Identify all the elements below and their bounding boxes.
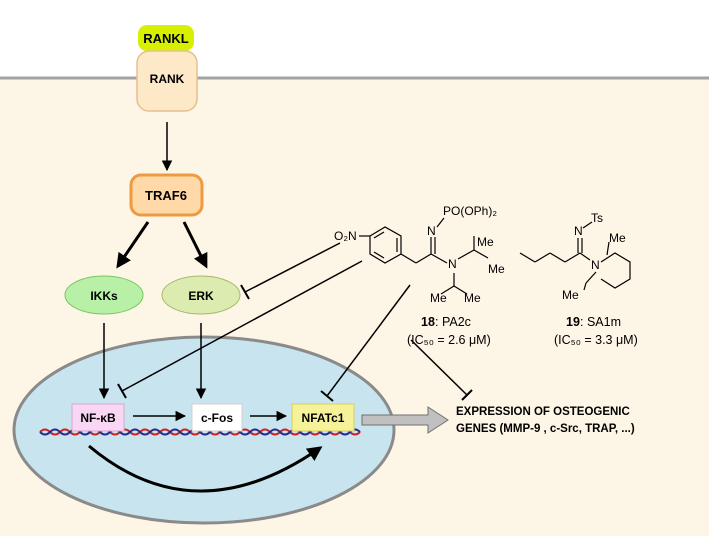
traf6-box [129, 173, 204, 217]
nfkb-box [71, 403, 125, 432]
compound-19-ic50: (IC₅₀ = 3.3 μM) [554, 333, 638, 347]
me-18-d: Me [464, 291, 481, 305]
cfos-box [191, 403, 243, 432]
erk-label: ERK [188, 289, 214, 303]
erk-node [161, 275, 241, 315]
rankl-box [138, 25, 194, 51]
compound-18-ic50: (IC₅₀ = 2.6 μM) [407, 333, 491, 347]
ikks-node [64, 275, 144, 315]
ikks-label: IKKs [90, 289, 118, 303]
output-text-line1: EXPRESSION OF OSTEOGENIC [456, 406, 630, 418]
inhibition-to-gene-expression [410, 339, 473, 401]
compound-19-name: : SA1m [580, 315, 621, 329]
inhibition-to-nfatc1 [320, 284, 411, 402]
me-19-a: Me [609, 231, 626, 245]
rank-box [136, 50, 198, 112]
arrow-nfkb-to-nfatc1-curve [88, 444, 323, 493]
compound-19-structure: N Ts N Me Me [519, 211, 631, 302]
compound-18-structure: O₂N N PO(OPh)₂ N Me Me Me Me [334, 204, 505, 305]
imine-n-19: N [574, 224, 583, 238]
rankl-label: RANKL [143, 31, 189, 46]
me-18-b: Me [488, 262, 505, 276]
rank-label: RANK [150, 72, 185, 86]
me-19-b: Me [562, 288, 579, 302]
compound-18-number: 18 [421, 315, 435, 329]
extracellular-region [0, 0, 709, 78]
ring-n-19: N [591, 258, 600, 272]
output-text-line2: GENES (MMP-9 , c-Src, TRAP, ...) [456, 423, 635, 435]
arrow-traf6-to-ikks [116, 221, 150, 269]
output-arrow [361, 406, 449, 434]
inhibition-to-erk [240, 242, 341, 300]
amine-n-18: N [448, 257, 457, 271]
nitro-group-label: O₂N [334, 229, 357, 243]
arrow-traf6-to-erk [182, 221, 208, 269]
po-group-label: PO(OPh)₂ [443, 204, 497, 218]
nfatc1-label: NFATc1 [302, 411, 345, 425]
me-18-c: Me [430, 291, 447, 305]
compound-18-name: : PA2c [435, 315, 471, 329]
compound-19-number: 19 [566, 315, 580, 329]
inhibition-to-nfkb [117, 260, 363, 399]
cfos-label: c-Fos [201, 411, 233, 425]
nfkb-label: NF-κB [80, 411, 116, 425]
me-18-a: Me [477, 235, 494, 249]
nfatc1-box [291, 403, 355, 432]
ts-label: Ts [591, 211, 603, 225]
imine-n-18: N [427, 224, 436, 238]
traf6-label: TRAF6 [145, 188, 187, 203]
